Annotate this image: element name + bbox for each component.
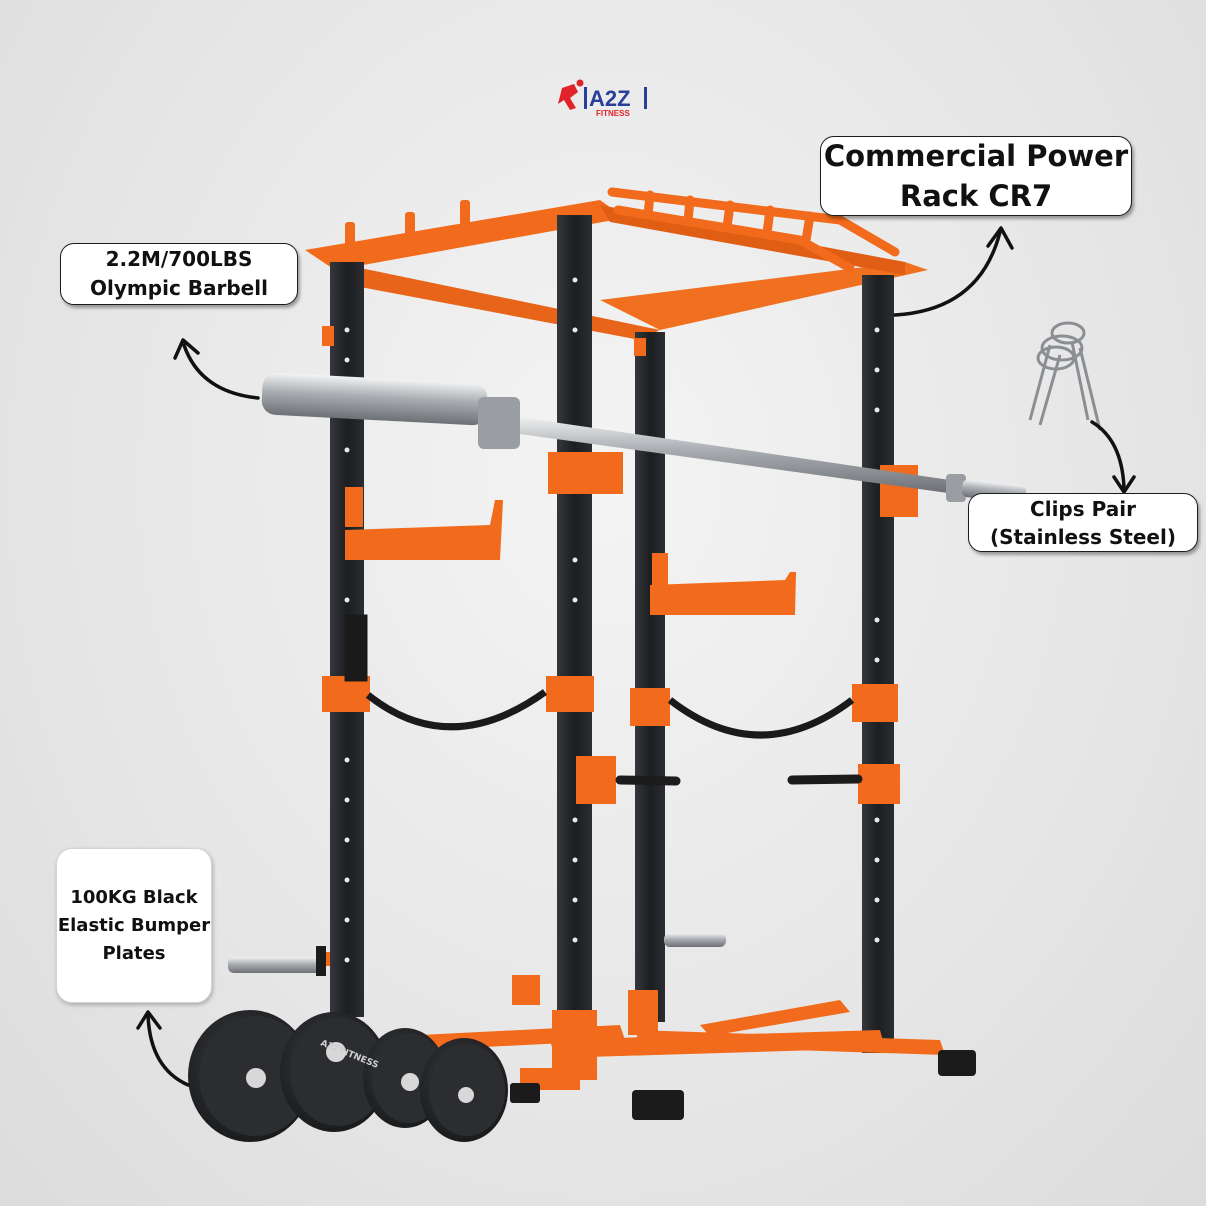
- spring-clips-graphic: [1028, 321, 1102, 431]
- bumper-plate-4: [420, 1038, 508, 1142]
- monkey-bar-ladder: [607, 187, 900, 273]
- callout-power-rack-line2: Rack CR7: [899, 179, 1053, 213]
- suspension-straps: [344, 614, 855, 739]
- callout-clips-line2: (Stainless Steel): [990, 524, 1176, 549]
- upright-back-left: [557, 215, 592, 1065]
- runner-logo-icon: A2Z FITNESS: [558, 79, 647, 118]
- callout-plates-line3: Plates: [102, 942, 166, 964]
- arrow-to-clips: [1090, 420, 1136, 494]
- plate-horn-left-collar: [316, 946, 326, 976]
- callout-clips-line1: Clips Pair: [1030, 496, 1136, 521]
- plate-horn-right: [664, 933, 726, 947]
- arrow-to-plates: [136, 1010, 190, 1087]
- brand-logo: A2Z FITNESS: [556, 78, 652, 118]
- logo-sub-text: FITNESS: [596, 109, 630, 118]
- safety-arms: [345, 452, 918, 615]
- upright-collars: [318, 326, 900, 966]
- arrow-to-rack: [893, 226, 1014, 317]
- bumper-plate-2: [280, 1012, 388, 1132]
- callout-plates-line1: 100KG Black: [70, 886, 198, 908]
- callout-bumper-plates: 100KG Black Elastic Bumper Plates: [56, 848, 212, 1003]
- upright-front-right: [862, 275, 894, 1053]
- callout-plates-line2: Elastic Bumper: [57, 914, 211, 936]
- pointer-arrows: [136, 226, 1136, 1087]
- barbell-collar-left: [478, 397, 520, 449]
- callout-clips: Clips Pair (Stainless Steel): [968, 493, 1198, 552]
- top-storage-pegs: [345, 200, 470, 252]
- callout-power-rack-line1: Commercial Power: [823, 139, 1129, 173]
- callout-barbell-line2: Olympic Barbell: [90, 276, 268, 300]
- plate-horn-left: [228, 957, 326, 973]
- upright-holes: [344, 277, 880, 963]
- top-frame-front-beam: [600, 262, 928, 330]
- callout-barbell-line1: 2.2M/700LBS: [105, 247, 253, 271]
- bumper-plate-1: [188, 1010, 312, 1142]
- rubber-feet: [510, 1050, 976, 1120]
- barbell-sleeve-left: [261, 372, 488, 426]
- arrow-to-barbell: [173, 338, 260, 400]
- barbell-shaft: [505, 415, 950, 493]
- dip-handles: [615, 774, 863, 786]
- callout-power-rack: Commercial Power Rack CR7: [820, 136, 1132, 216]
- barbell-collar-right: [946, 474, 966, 502]
- callout-barbell: 2.2M/700LBS Olympic Barbell: [60, 243, 298, 305]
- top-frame-back-beam: [305, 200, 625, 270]
- logo-brand-text: A2Z: [589, 86, 631, 111]
- power-rack: [228, 187, 976, 1120]
- bumper-plates: A2ZFITNESS: [188, 1010, 508, 1142]
